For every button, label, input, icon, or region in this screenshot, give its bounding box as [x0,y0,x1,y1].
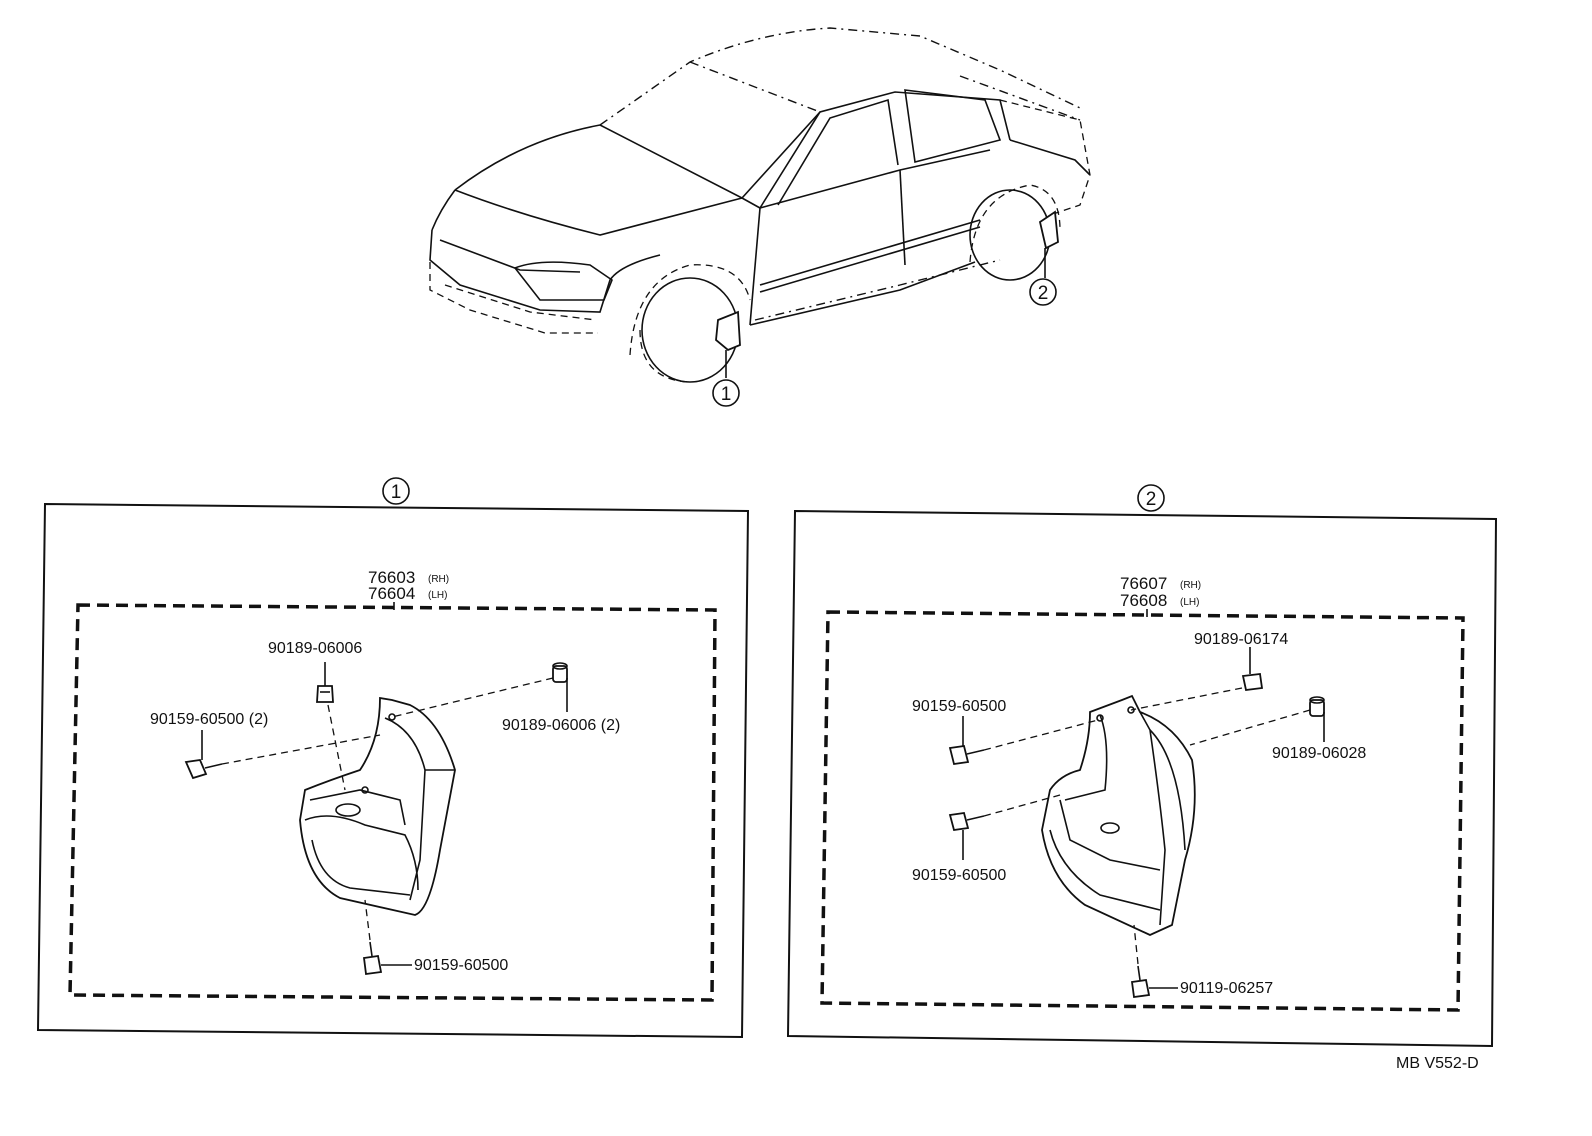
panel-1-callout: 1 [382,477,410,505]
panel-2-screw-bottom-label: 90119-06257 [1180,980,1273,997]
panel-1-frame [36,502,750,1039]
callout-1-car: 1 [712,379,740,407]
panel-1-part-rh-side: (RH) [428,574,449,585]
panel-2: 2 76607 (RH) 76608 (LH) [786,484,1498,1048]
front-mudflap [299,696,456,916]
panel-1: 1 76603 (RH) 76604 (LH) [36,477,750,1039]
front-mudflap-location [715,310,741,352]
screw-lower-2 [948,794,1061,860]
svg-text:1: 1 [721,384,732,405]
svg-text:2: 2 [1038,283,1049,304]
panel-1-part-lh: 76604 [368,584,415,603]
panel-1-part-lh-side: (LH) [428,590,447,601]
panel-1-part-rh: 76603 [368,568,415,587]
panel-2-part-lh: 76608 [1120,591,1167,610]
screw-left-1 [184,730,381,780]
panel-2-screw-lower-label: 90159-60500 [912,867,1006,884]
clip-top-1 [316,662,346,791]
panel-2-callout: 2 [1137,484,1165,512]
panel-2-clip-right-label: 90189-06028 [1272,745,1366,762]
panel-1-screw-bottom-label: 90159-60500 [414,957,508,974]
screw-bottom-2 [1130,924,1178,999]
panel-2-part-lh-side: (LH) [1180,597,1199,608]
panel-1-assembly-outline [68,603,717,1002]
panel-2-assembly-outline [820,610,1465,1012]
panel-1-clip-right-label: 90189-06006 (2) [502,717,620,734]
clip-top-2 [1130,647,1264,711]
screw-upper-2 [948,716,1099,766]
screw-bottom-1 [362,899,412,976]
panel-2-frame [786,509,1498,1048]
panel-2-clip-top-label: 90189-06174 [1194,631,1288,648]
rear-mudflap-location [1038,210,1059,250]
svg-text:1: 1 [391,482,402,503]
panel-2-part-rh-side: (RH) [1180,580,1201,591]
panel-1-screw-left-label: 90159-60500 (2) [150,711,268,728]
diagram-code: MB V552-D [1396,1055,1479,1072]
svg-text:2: 2 [1146,489,1157,510]
rear-mudflap [1041,694,1196,936]
car-illustration [429,27,1091,383]
panel-2-part-rh: 76607 [1120,574,1167,593]
panel-1-clip-top-label: 90189-06006 [268,640,362,657]
clip-right-1 [391,662,568,718]
clip-right-2 [1189,696,1325,746]
callout-2-car: 2 [1029,278,1057,306]
panel-2-screw-upper-label: 90159-60500 [912,698,1006,715]
